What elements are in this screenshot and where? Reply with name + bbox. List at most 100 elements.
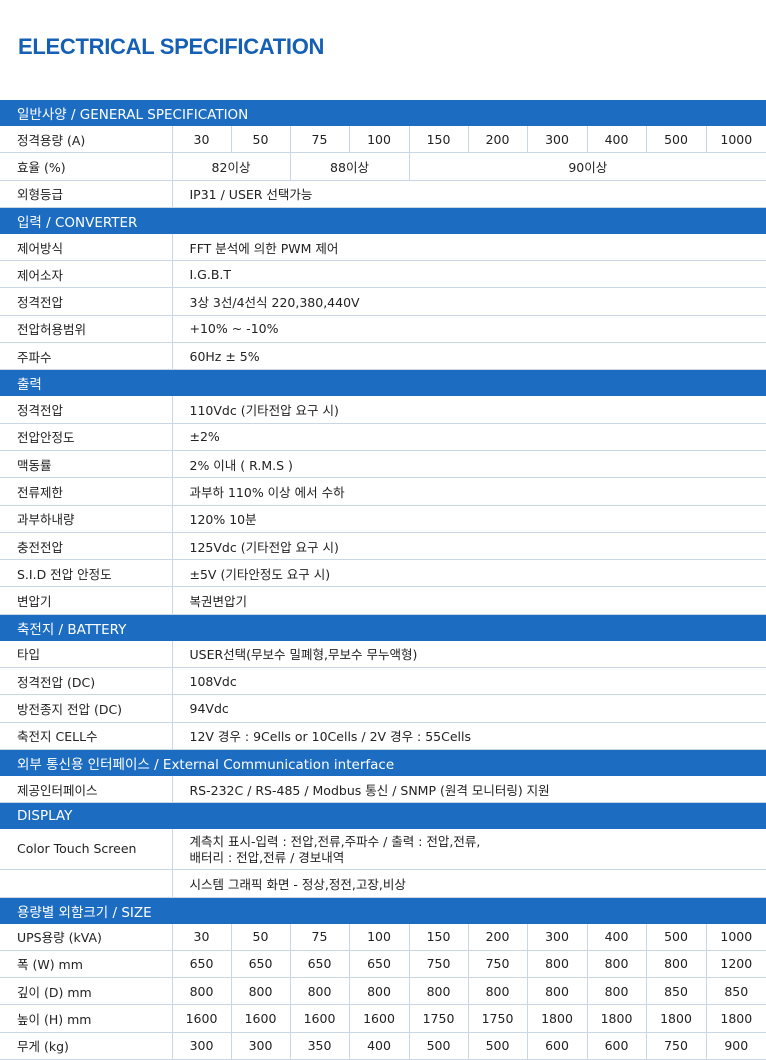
value-cell: 800 — [527, 950, 587, 977]
value-cell: 75 — [290, 924, 349, 951]
row-label: 변압기 — [0, 587, 172, 614]
row-value: 2% 이내 ( R.M.S ) — [172, 450, 766, 477]
row-value: 108Vdc — [172, 668, 766, 695]
row-label: 정격용량 (A) — [0, 126, 172, 153]
row-value: 125Vdc (기타전압 요구 시) — [172, 532, 766, 559]
row-value: 과부하 110% 이상 에서 수하 — [172, 478, 766, 505]
value-cell: 850 — [706, 978, 766, 1005]
section-general-title: 일반사양 / GENERAL SPECIFICATION — [0, 100, 766, 126]
row-label: 폭 (W) mm — [0, 950, 172, 977]
row-label: 맥동률 — [0, 450, 172, 477]
efficiency-cell: 88이상 — [290, 153, 409, 180]
value-cell: 1200 — [706, 950, 766, 977]
row-label: 정격전압 — [0, 288, 172, 315]
value-cell: 1750 — [468, 1005, 527, 1032]
output-row: 전압안정도±2% — [0, 423, 766, 450]
section-battery: 축전지 / BATTERY — [0, 614, 766, 641]
row-value: USER선택(무보수 밀폐형,무보수 무누액형) — [172, 641, 766, 668]
row-value: 계측치 표시-입력 : 전압,전류,주파수 / 출력 : 전압,전류,배터리 :… — [172, 829, 766, 870]
value-cell: 75 — [290, 126, 349, 153]
value-cell: 650 — [290, 950, 349, 977]
value-cell: 900 — [706, 1032, 766, 1059]
value-cell: 350 — [290, 1032, 349, 1059]
value-cell: 1600 — [172, 1005, 231, 1032]
value-cell: 1600 — [231, 1005, 290, 1032]
row-value: 복권변압기 — [172, 587, 766, 614]
row-value: ±2% — [172, 423, 766, 450]
value-cell: 500 — [409, 1032, 468, 1059]
value-cell: 300 — [527, 924, 587, 951]
value-cell: 1750 — [409, 1005, 468, 1032]
efficiency-cell: 82이상 — [172, 153, 290, 180]
value-cell: 650 — [349, 950, 409, 977]
row-value: 시스템 그래픽 화면 - 정상,정전,고장,비상 — [172, 870, 766, 897]
row-value: RS-232C / RS-485 / Modbus 통신 / SNMP (원격 … — [172, 776, 766, 803]
value-cell: 800 — [646, 950, 706, 977]
value-cell: 800 — [231, 978, 290, 1005]
row-value: 60Hz ± 5% — [172, 343, 766, 370]
value-cell: 100 — [349, 924, 409, 951]
row-label: 제공인터페이스 — [0, 776, 172, 803]
row-label: 무게 (kg) — [0, 1032, 172, 1059]
row-value: IP31 / USER 선택가능 — [172, 180, 766, 207]
row-label: 충전전압 — [0, 532, 172, 559]
row-label: 정격전압 — [0, 396, 172, 423]
value-cell: 800 — [290, 978, 349, 1005]
row-label: 깊이 (D) mm — [0, 978, 172, 1005]
value-cell: 200 — [468, 126, 527, 153]
section-comm: 외부 통신용 인터페이스 / External Communication in… — [0, 749, 766, 776]
row-label: 외형등급 — [0, 180, 172, 207]
value-cell: 400 — [349, 1032, 409, 1059]
value-cell: 600 — [527, 1032, 587, 1059]
section-output: 출력 — [0, 370, 766, 397]
row-label: 전류제한 — [0, 478, 172, 505]
section-display-title: DISPLAY — [0, 803, 766, 830]
value-cell: 300 — [527, 126, 587, 153]
value-cell: 150 — [409, 126, 468, 153]
row-label: 과부하내량 — [0, 505, 172, 532]
value-cell: 1800 — [527, 1005, 587, 1032]
value-cell: 800 — [468, 978, 527, 1005]
value-cell: 1800 — [706, 1005, 766, 1032]
efficiency-cell: 90이상 — [409, 153, 766, 180]
value-cell: 800 — [527, 978, 587, 1005]
section-general: 일반사양 / GENERAL SPECIFICATION — [0, 100, 766, 126]
value-cell: 400 — [587, 126, 646, 153]
row-value: 110Vdc (기타전압 요구 시) — [172, 396, 766, 423]
row-label: UPS용량 (kVA) — [0, 924, 172, 951]
section-comm-title: 외부 통신용 인터페이스 / External Communication in… — [0, 749, 766, 776]
battery-row: 정격전압 (DC)108Vdc — [0, 668, 766, 695]
row-label-empty — [0, 870, 172, 897]
value-cell: 800 — [172, 978, 231, 1005]
section-battery-title: 축전지 / BATTERY — [0, 614, 766, 641]
row-value: I.G.B.T — [172, 261, 766, 288]
value-cell: 100 — [349, 126, 409, 153]
value-cell: 500 — [646, 126, 706, 153]
row-value: 120% 10분 — [172, 505, 766, 532]
value-cell: 30 — [172, 924, 231, 951]
value-cell: 300 — [172, 1032, 231, 1059]
row-label: 방전종지 전압 (DC) — [0, 695, 172, 722]
value-cell: 800 — [587, 950, 646, 977]
value-cell: 800 — [587, 978, 646, 1005]
value-cell: 1800 — [587, 1005, 646, 1032]
row-value: 3상 3선/4선식 220,380,440V — [172, 288, 766, 315]
